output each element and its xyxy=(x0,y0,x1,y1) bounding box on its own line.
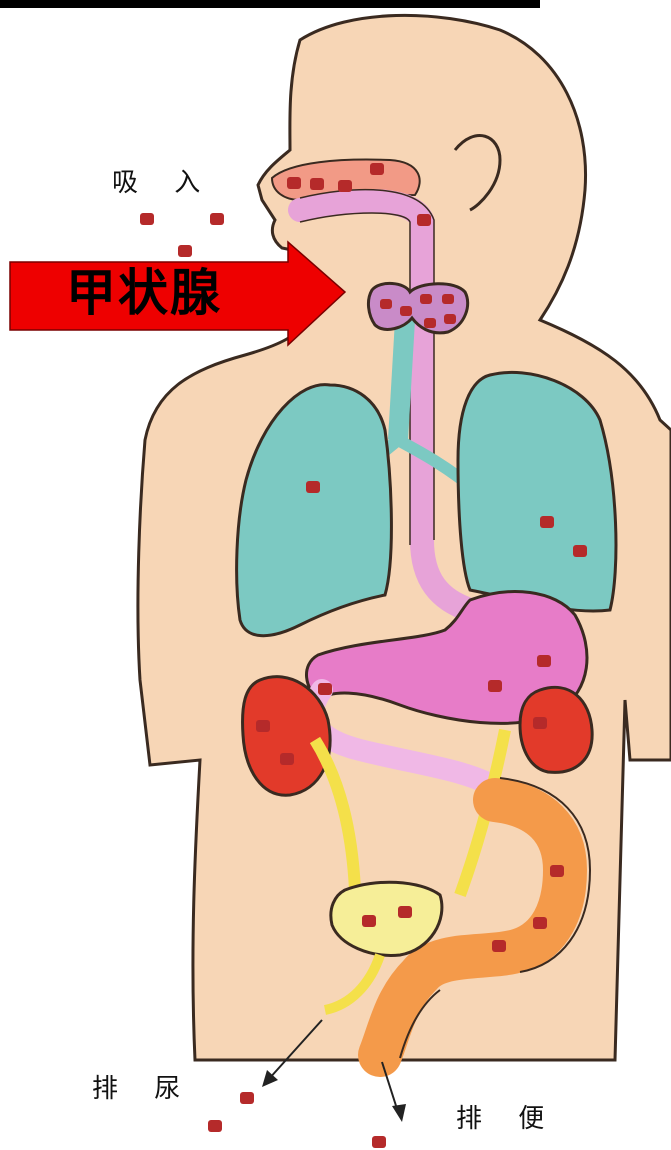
particle xyxy=(318,683,332,695)
particle xyxy=(417,214,431,226)
urinate-label: 排 尿 xyxy=(92,1068,194,1105)
particle xyxy=(573,545,587,557)
feces-arrowhead xyxy=(392,1104,406,1122)
particle xyxy=(492,940,506,952)
particle xyxy=(362,915,376,927)
particle xyxy=(420,294,432,304)
particle xyxy=(306,481,320,493)
particle xyxy=(310,178,324,190)
particle xyxy=(256,720,270,732)
particle xyxy=(444,314,456,324)
particle xyxy=(280,753,294,765)
particle xyxy=(210,213,224,225)
particle xyxy=(424,318,436,328)
particle xyxy=(540,516,554,528)
particle xyxy=(400,306,412,316)
particle xyxy=(398,906,412,918)
right-kidney xyxy=(520,687,592,772)
particle xyxy=(537,655,551,667)
particle xyxy=(178,245,192,257)
particle xyxy=(240,1092,254,1104)
particle xyxy=(533,717,547,729)
particle xyxy=(488,680,502,692)
particle xyxy=(140,213,154,225)
particle xyxy=(442,294,454,304)
thyroid-callout-text: 甲状腺 xyxy=(20,258,320,328)
inhale-label: 吸 入 xyxy=(112,162,214,199)
particle xyxy=(372,1136,386,1148)
top-bar xyxy=(0,0,540,8)
particle xyxy=(380,299,392,309)
right-lung xyxy=(458,372,616,611)
defecate-label: 排 便 xyxy=(456,1098,558,1135)
particle xyxy=(287,177,301,189)
particle xyxy=(550,865,564,877)
particle xyxy=(338,180,352,192)
trachea xyxy=(398,320,405,440)
particle xyxy=(208,1120,222,1132)
particle xyxy=(533,917,547,929)
bladder xyxy=(331,882,442,955)
particle xyxy=(370,163,384,175)
